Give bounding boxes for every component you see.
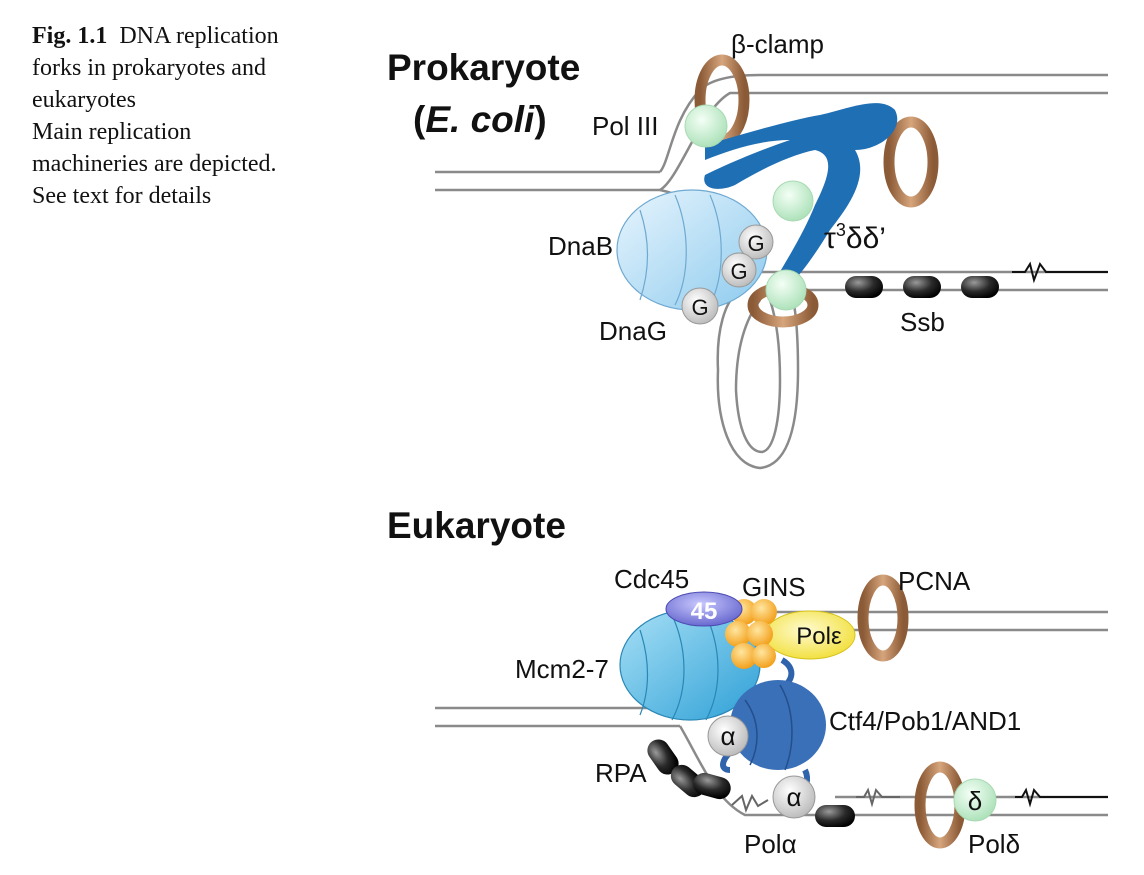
pol-epsilon-label: Polε [796, 623, 842, 650]
pol-delta-label: Polδ [968, 829, 1020, 859]
dnag-label: DnaG [599, 316, 667, 346]
caption-line-1: Fig. 1.1 DNA replication [32, 20, 352, 52]
ctf4-label: Ctf4/Pob1/AND1 [829, 706, 1021, 736]
pol-alpha-label: Polα [744, 829, 797, 859]
cdc45-badge-label: 45 [691, 598, 718, 625]
euk-primer-3-icon [1015, 787, 1108, 808]
pol3-lagging-icon [765, 269, 807, 311]
euk-primer-1-icon [731, 793, 769, 813]
ssb-label: Ssb [900, 307, 945, 337]
dnag-lower-label: G [691, 295, 708, 320]
alpha-upper-label: α [720, 721, 735, 751]
euk-primer-2-icon [856, 787, 900, 808]
rpa-4-icon [815, 805, 855, 827]
dnag-upper-icon [738, 224, 774, 260]
figure-number: Fig. 1.1 [32, 23, 108, 49]
pol3-middle-icon [772, 180, 814, 222]
prokaryote-subtitle: (E. coli) [413, 99, 547, 140]
delta-label: δ [968, 786, 982, 816]
tau-complex-icon [704, 103, 898, 285]
caption-line-4: Main replication [32, 119, 192, 145]
beta-clamp-label: β-clamp [731, 29, 824, 59]
gins-icon [725, 599, 777, 669]
pol3-leading-icon [684, 104, 728, 148]
rpa-1-icon [647, 739, 679, 775]
caption-line-6: See text for details [32, 183, 212, 209]
caption-line-3: eukaryotes [32, 87, 136, 113]
alpha-upper-icon [707, 715, 749, 757]
pol-delta-icon [953, 778, 997, 822]
pcna-leading-icon [857, 574, 909, 662]
cdc45-icon [665, 591, 743, 627]
pol3-label: Pol III [592, 111, 658, 141]
prokaryote-title: Prokaryote [387, 47, 580, 88]
dnag-middle-icon [721, 252, 757, 288]
eukaryote-title: Eukaryote [387, 505, 566, 546]
figure-caption: Fig. 1.1 DNA replication forks in prokar… [32, 20, 352, 212]
caption-line-2: forks in prokaryotes and [32, 55, 266, 81]
caption-line-5: machineries are depicted. [32, 151, 277, 177]
dnag-lower-icon [681, 287, 719, 325]
pcna-label: PCNA [898, 566, 971, 596]
dnag-upper-label: G [747, 231, 764, 256]
prok-rna-primer-icon [1012, 261, 1108, 284]
dnag-middle-label: G [730, 259, 747, 284]
ssb-3-icon [961, 276, 999, 298]
pcna-lagging-icon [914, 761, 966, 849]
alpha-lower-label: α [786, 782, 801, 812]
ssb-1-icon [845, 276, 883, 298]
cdc45-label: Cdc45 [614, 564, 689, 594]
rpa-3-icon [693, 772, 731, 800]
caption-text-1: DNA replication [119, 23, 279, 49]
tau-complex-label: τ3δδ’ [824, 220, 886, 255]
rpa-label: RPA [595, 758, 647, 788]
ctf4-complex-icon [720, 657, 826, 798]
dnab-label: DnaB [548, 231, 613, 261]
ssb-2-icon [903, 276, 941, 298]
mcm-label: Mcm2-7 [515, 654, 609, 684]
beta-clamp-right-icon [883, 116, 939, 208]
alpha-lower-icon [772, 775, 816, 819]
gins-label: GINS [742, 572, 806, 602]
